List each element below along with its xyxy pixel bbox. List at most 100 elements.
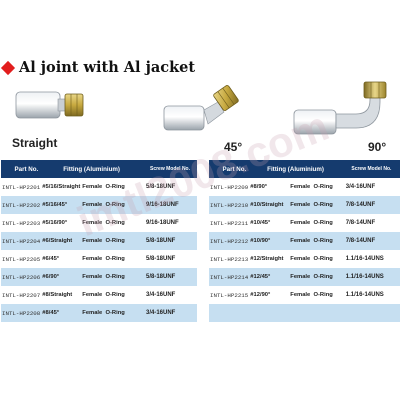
45-degree-label: 45° [224, 140, 243, 154]
fitting-cell: #12/45°Female O-Ring [248, 268, 343, 286]
fitting-cell [248, 304, 343, 322]
fitting-seal: Female O-Ring [82, 274, 125, 280]
90-degree-fitting-image [293, 81, 387, 135]
fitting-cell: #6/Straight Female O-Ring [40, 232, 143, 250]
table-header-row: Part No. Fitting (Aluminium) Screw Model… [209, 160, 400, 178]
header-screw-model: Screw Model No. [142, 160, 197, 178]
fitting-seal: Female O-Ring [82, 220, 125, 226]
header-fitting: Fitting (Aluminium) [40, 160, 143, 178]
screw-model-cell: 1.1/16-14UNS [342, 286, 400, 304]
fitting-seal: Female O-Ring [290, 292, 333, 298]
part-number-cell: INTL-HP2208 [1, 304, 41, 322]
fitting-size: #5/16/90° [42, 220, 68, 226]
fitting-seal: Female O-Ring [290, 220, 333, 226]
fitting-seal: Female O-Ring [82, 202, 125, 208]
fitting-cell: #10/Straight Female O-Ring [248, 196, 343, 214]
part-number-cell [209, 304, 249, 322]
part-number-cell: INTL-HP2205 [1, 250, 41, 268]
fitting-cell: #10/45° Female O-Ring [248, 214, 343, 232]
screw-model-cell: 5/8-18UNF [142, 232, 197, 250]
header-part-no: Part No. [1, 160, 41, 178]
part-number-cell: INTL-HP2206 [1, 268, 41, 286]
part-number-cell: INTL-HP2201 [1, 178, 41, 196]
part-number-cell: INTL-HP2209 [209, 178, 249, 196]
table-row: INTL-HP2212#10/90° Female O-Ring 7/8-14UNF [209, 232, 400, 250]
fitting-size: #6/45° [42, 256, 60, 262]
part-number-cell: INTL-HP2203 [1, 214, 41, 232]
section-title: Al joint with Al jacket [19, 59, 196, 76]
fitting-cell: #8/90° Female O-Ring [248, 178, 343, 196]
fitting-size: #6/90° [42, 274, 60, 280]
fitting-cell: #12/Straight Female O-Ring [248, 250, 343, 268]
header-part-no: Part No. [209, 160, 249, 178]
fitting-seal: Female O-Ring [290, 184, 333, 190]
table-header-row: Part No. Fitting (Aluminium) Screw Model… [1, 160, 197, 178]
fitting-seal: Female O-Ring [290, 202, 333, 208]
screw-model-cell: 1.1/16-14UNS [342, 250, 400, 268]
fitting-size: #10/45° [250, 220, 271, 226]
fitting-seal: Female O-Ring [82, 238, 125, 244]
fitting-cell: #12/90° Female O-Ring [248, 286, 343, 304]
table-row: INTL-HP2215#12/90° Female O-Ring 1.1/16-14… [209, 286, 400, 304]
table-row: INTL-HP2206#6/90° Female O-Ring 5/8-18UNF [1, 268, 197, 286]
screw-model-cell: 5/8-18UNF [142, 250, 197, 268]
screw-model-cell [342, 304, 400, 322]
part-number-cell: INTL-HP2204 [1, 232, 41, 250]
table-row: INTL-HP2203#5/16/90° Female O-Ring 9/16-18… [1, 214, 197, 232]
screw-model-cell: 9/16-18UNF [142, 214, 197, 232]
part-number-cell: INTL-HP2215 [209, 286, 249, 304]
fitting-seal: Female O-Ring [290, 274, 333, 280]
part-number-cell: INTL-HP2212 [209, 232, 249, 250]
screw-model-cell: 3/4-16UNF [142, 304, 197, 322]
fitting-cell: #5/16/45°Female O-Ring [40, 196, 143, 214]
45-degree-fitting-image [163, 85, 239, 131]
fitting-size: #10/Straight [250, 202, 284, 208]
part-number-cell: INTL-HP2211 [209, 214, 249, 232]
fitting-seal: Female O-Ring [290, 238, 333, 244]
fitting-seal: Female O-Ring [82, 310, 125, 316]
90-degree-label: 90° [368, 140, 387, 154]
table-row [209, 304, 400, 322]
table-row: INTL-HP2207#8/Straight Female O-Ring 3/4-1… [1, 286, 197, 304]
table-row: INTL-HP2205#6/45° Female O-Ring 5/8-18UNF [1, 250, 197, 268]
screw-model-cell: 3/4-16UNF [142, 286, 197, 304]
fitting-seal: Female O-Ring [82, 292, 125, 298]
fitting-size: #6/Straight [42, 238, 73, 244]
table-row: INTL-HP2204#6/Straight Female O-Ring 5/8-1… [1, 232, 197, 250]
part-number-cell: INTL-HP2214 [209, 268, 249, 286]
straight-label: Straight [12, 136, 58, 150]
fitting-cell: #8/Straight Female O-Ring [40, 286, 143, 304]
part-number-cell: INTL-HP2207 [1, 286, 41, 304]
header-fitting: Fitting (Aluminium) [248, 160, 343, 178]
table-row: INTL-HP2213#12/Straight Female O-Ring 1.1/… [209, 250, 400, 268]
screw-model-cell: 7/8-14UNF [342, 196, 400, 214]
fitting-seal: Female O-Ring [82, 256, 125, 262]
fitting-seal: Female O-Ring [290, 256, 333, 262]
screw-model-cell: 9/16-18UNF [142, 196, 197, 214]
screw-model-cell: 5/8-18UNF [142, 268, 197, 286]
right-spec-table: Part No. Fitting (Aluminium) Screw Model… [209, 160, 400, 322]
fitting-size: #12/Straight [250, 256, 284, 262]
part-number-cell: INTL-HP2213 [209, 250, 249, 268]
fitting-size: #10/90° [250, 238, 271, 244]
part-number-cell: INTL-HP2202 [1, 196, 41, 214]
section-header: Al joint with Al jacket [0, 59, 400, 76]
fitting-size: #8/90° [250, 184, 268, 190]
screw-model-cell: 7/8-14UNF [342, 232, 400, 250]
fitting-seal: Female O-Ring [82, 184, 125, 190]
fitting-size: #12/90° [250, 292, 271, 298]
fitting-cell: #8/45°Female O-Ring [40, 304, 143, 322]
fitting-size: #8/Straight [42, 292, 73, 298]
fitting-size: #5/16/Straight [42, 184, 81, 190]
fitting-cell: #6/90° Female O-Ring [40, 268, 143, 286]
fitting-cell: #5/16/90° Female O-Ring [40, 214, 143, 232]
header-screw-model: Screw Model No. [342, 160, 400, 178]
